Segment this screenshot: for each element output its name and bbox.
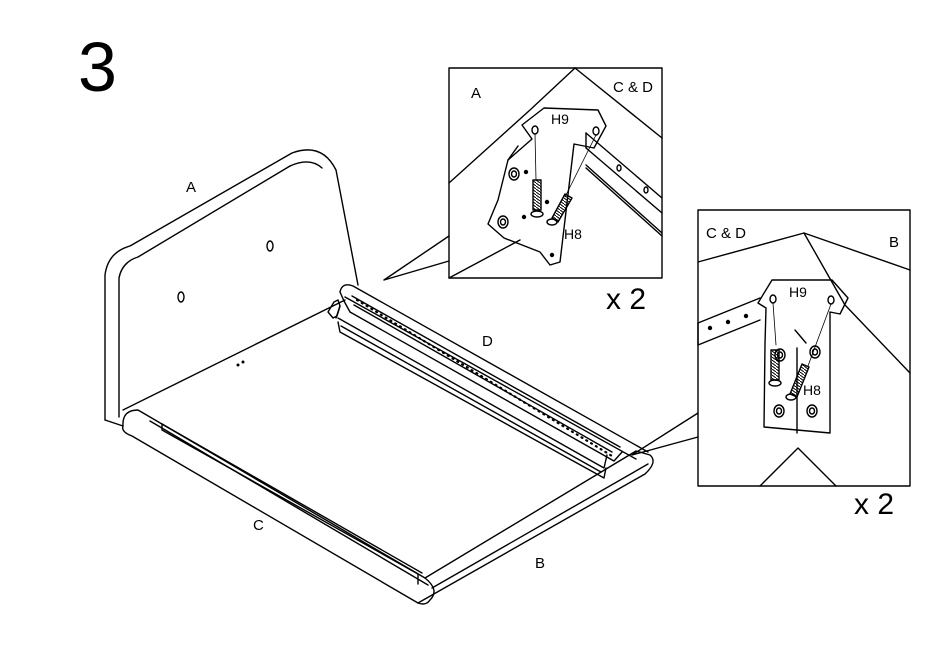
headboard-hole xyxy=(178,292,184,302)
bolt xyxy=(774,405,784,417)
bracket-hole xyxy=(532,126,538,134)
callout-leader-right xyxy=(632,413,698,455)
detail-right-count: x 2 xyxy=(854,490,894,520)
detail-right-h8-label: H8 xyxy=(803,383,821,397)
rail-hole xyxy=(617,165,621,171)
bracket-hole xyxy=(593,127,599,135)
step-number: 3 xyxy=(78,32,117,102)
headboard-hole xyxy=(267,241,273,251)
bolt xyxy=(509,168,519,180)
detail-right-label-cd: C & D xyxy=(706,226,746,241)
detail-top-h8-label: H8 xyxy=(564,227,582,241)
side-rail-c xyxy=(123,410,434,604)
part-label-c: C xyxy=(253,518,264,533)
bolt xyxy=(498,216,508,228)
bolt xyxy=(807,405,817,417)
detail-top-count: x 2 xyxy=(606,285,646,315)
detail-right-label-b: B xyxy=(889,235,899,250)
rail-hole xyxy=(644,187,648,193)
foot-rail-b xyxy=(418,451,653,603)
detail-right-h9-label: H9 xyxy=(789,285,807,299)
detail-box-right xyxy=(698,210,910,486)
screw-h9 xyxy=(533,180,541,210)
part-label-b: B xyxy=(535,556,545,571)
headboard-panel-a xyxy=(105,150,358,426)
bracket-hole xyxy=(828,296,834,304)
callout-leader-top xyxy=(384,236,449,280)
bracket-hole xyxy=(770,295,776,303)
detail-top-label-a: A xyxy=(471,86,481,101)
part-label-a: A xyxy=(186,180,196,195)
part-label-d: D xyxy=(482,334,493,349)
detail-top-h9-label: H9 xyxy=(551,112,569,126)
detail-top-label-cd: C & D xyxy=(613,80,653,95)
rail-holes xyxy=(357,300,612,456)
corner-bracket xyxy=(328,300,340,318)
screw-h8 xyxy=(552,194,572,222)
